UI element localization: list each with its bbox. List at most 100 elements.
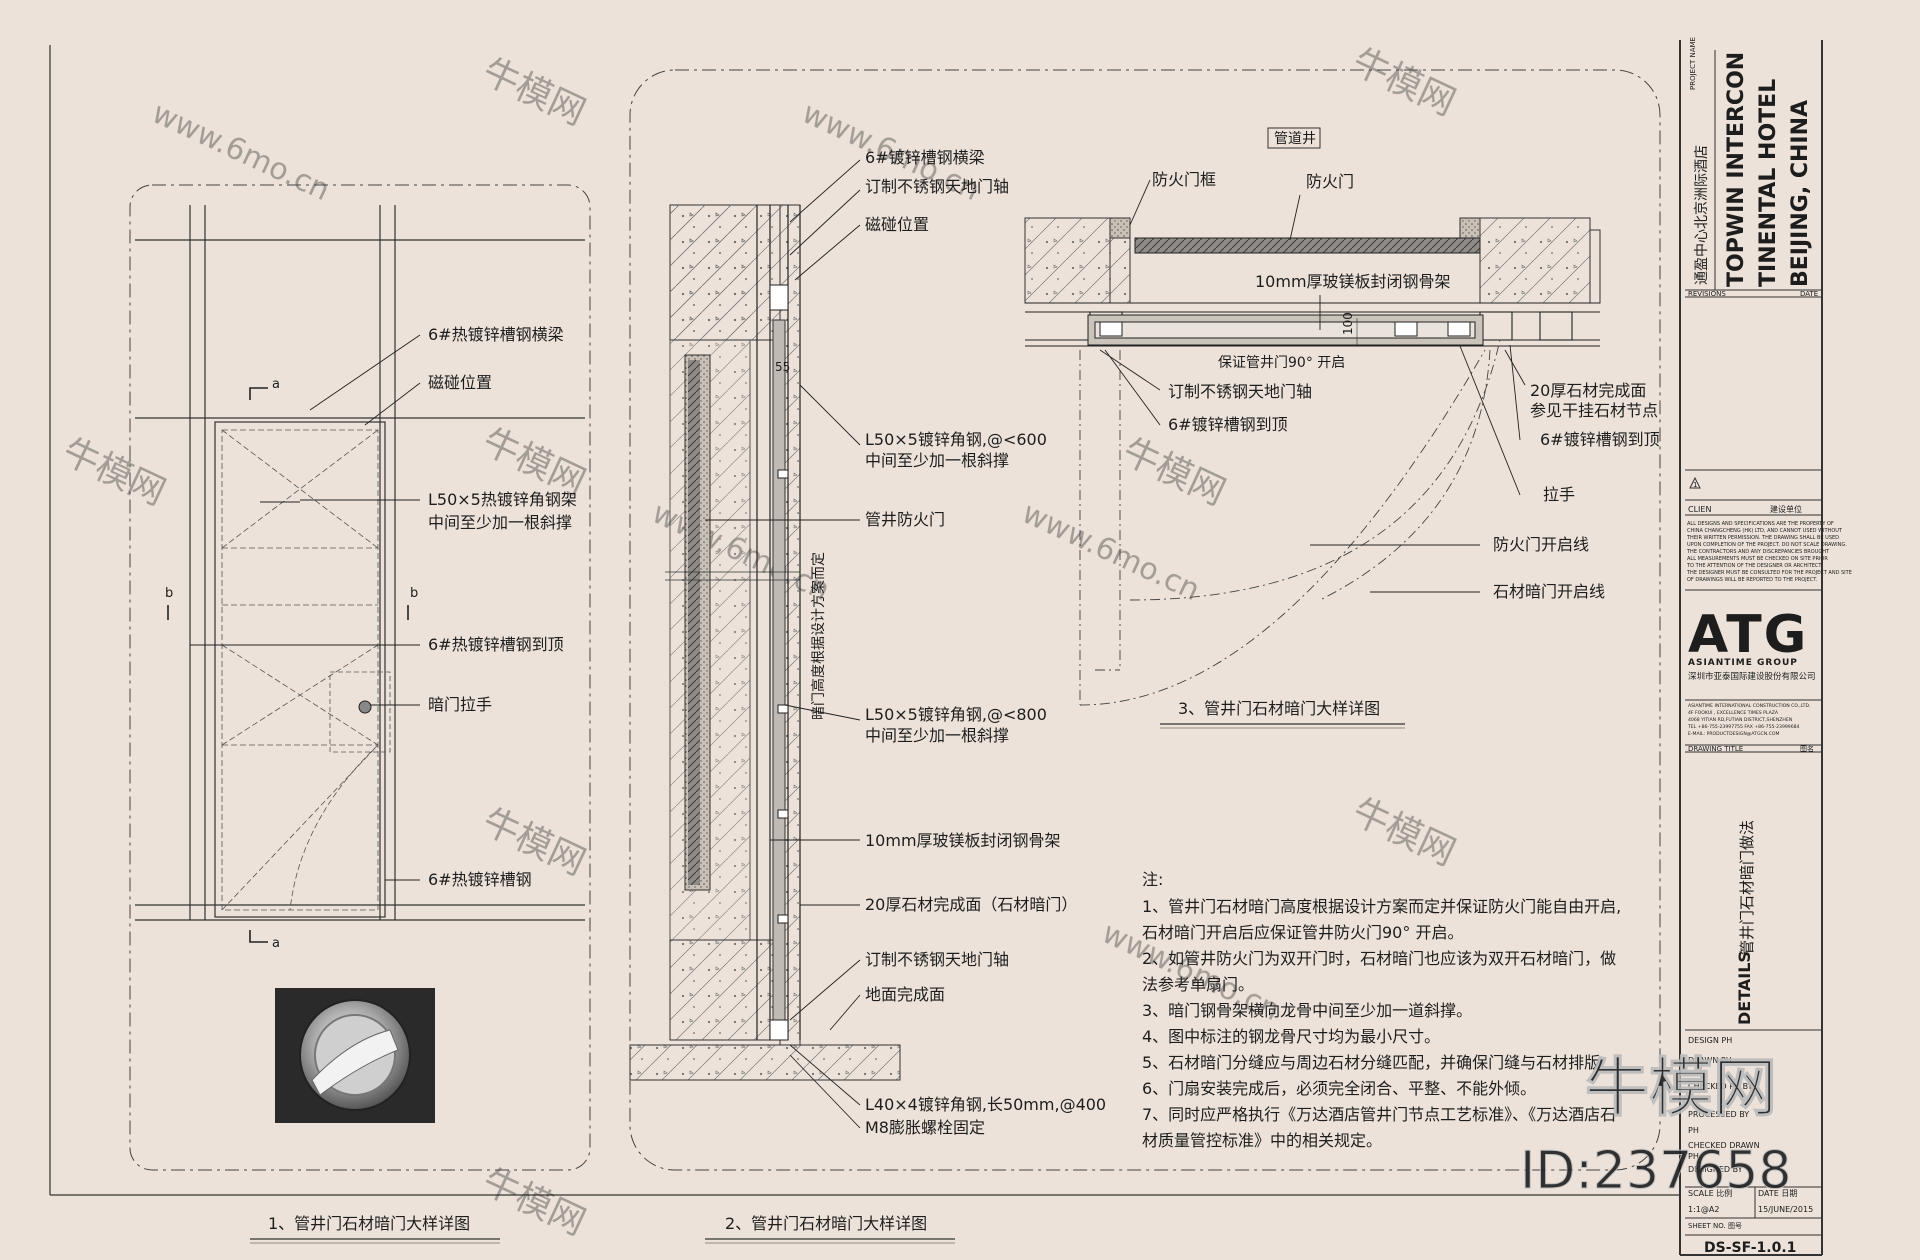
- date-label-2: DATE 日期: [1758, 1189, 1797, 1198]
- row-label: PH: [1688, 1126, 1699, 1135]
- label-magnet-position: 磁碰位置: [428, 373, 492, 392]
- door-handle-icon: [358, 700, 372, 714]
- label-brace: 中间至少加一根斜撑: [428, 513, 572, 532]
- label-mgo-board-plan: 10mm厚玻镁板封闭钢骨架: [1255, 272, 1451, 291]
- drawing-title-label: DRAWING TITLE: [1688, 745, 1743, 753]
- sheet-frame: [49, 40, 1823, 1256]
- drawing-title-cn: 管井门石材暗门做法: [1738, 820, 1756, 955]
- row-label: DRAWN PH: [1688, 1056, 1732, 1065]
- client-cn: 建设单位: [1770, 504, 1802, 514]
- disclaimer-line: ALL DESIGNS AND SPECIFICATIONS ARE THE P…: [1687, 521, 1834, 527]
- label-shaft-fire-door: 管井防火门: [865, 510, 945, 529]
- sheet-no-label: SHEET NO. 图号: [1688, 1222, 1742, 1230]
- label-pivot-plan: 订制不锈钢天地门轴: [1168, 382, 1312, 401]
- label-pipe-shaft: 管道井: [1274, 131, 1316, 147]
- label-angle-frame: L50×5热镀锌角钢架: [428, 490, 577, 509]
- revision-mark: 1: [1693, 481, 1697, 489]
- note-line: 5、石材暗门分缝应与周边石材分缝匹配，并确保门缝与石材排版: [1142, 1053, 1600, 1072]
- detail-2-section: 暗门高度根据设计方案而定 55 6#镀锌槽钢横梁 订制不锈钢天地门轴 磁碰位置 …: [629, 69, 1661, 1244]
- note-line: 3、暗门钢骨架横向龙骨中间至少加一道斜撑。: [1142, 1001, 1472, 1020]
- watermark-id: ID:237658: [1520, 1141, 1791, 1201]
- client-label: CLIEN: [1688, 505, 1711, 514]
- label-pull-handle: 拉手: [1543, 485, 1575, 504]
- note-line: 材质量管控标准》中的相关规定。: [1142, 1131, 1382, 1150]
- note-line: 法参考单扇门。: [1142, 975, 1254, 994]
- dim-100: 100: [1341, 312, 1355, 335]
- disclaimer-line: CHINA CHANGCHENG (HK) LTD, AND CANNOT US…: [1687, 528, 1843, 534]
- company-cn: 深圳市亚泰国际建设股份有限公司: [1688, 671, 1816, 682]
- detail-3-title: 3、管井门石材暗门大样详图: [1178, 699, 1380, 718]
- label-angle-600: L50×5镀锌角钢,@<600: [865, 430, 1047, 449]
- note-line: 2、如管井防火门为双开门时，石材暗门也应该为双开石材暗门，做: [1142, 949, 1616, 968]
- label-stone-finish-plan: 20厚石材完成面: [1530, 381, 1646, 400]
- label-channel-to-top: 6#热镀锌槽钢到顶: [428, 635, 564, 654]
- watermark-brand: 牛模网: [1116, 431, 1231, 514]
- row-label: PH: [1688, 1152, 1699, 1161]
- label-angle-l40: L40×4镀锌角钢,长50mm,@400: [865, 1095, 1106, 1114]
- disclaimer-line: OF DRAWINGS WILL BE REPORTED TO THE PROJ…: [1687, 577, 1818, 583]
- section-mark-b-right: b: [410, 586, 418, 601]
- detail-3-plan: 管道井 100: [1024, 127, 1660, 729]
- scale-value: 1:1@A2: [1688, 1205, 1719, 1214]
- note-line: 石材暗门开启后应保证管井防火门90° 开启。: [1142, 923, 1463, 942]
- detail-2-title: 2、管井门石材暗门大样详图: [725, 1214, 927, 1233]
- notes-heading: 注:: [1142, 870, 1163, 889]
- company-line: E-MAIL: PRODUCTDESIGN@ATGCN.COM: [1688, 731, 1779, 737]
- atg-logo-sub: ASIANTIME GROUP: [1688, 658, 1798, 668]
- label-channel-to-top-right: 6#镀锌槽钢到顶: [1540, 430, 1660, 449]
- dim-55: 55: [775, 360, 790, 374]
- company-line: TEL +86-755-23997755 FAX +86-755-2399968…: [1687, 724, 1800, 730]
- row-label: CHECKED PH BY: [1688, 1082, 1753, 1091]
- note-line: 7、同时应严格执行《万达酒店管井门节点工艺标准》、《万达酒店石: [1142, 1105, 1616, 1124]
- scale-label: SCALE 比例: [1688, 1188, 1732, 1198]
- drawing-title-en: DETAILS: [1735, 951, 1754, 1025]
- label-hidden-handle: 暗门拉手: [428, 695, 492, 714]
- watermark-brand: 牛模网: [1346, 791, 1461, 874]
- label-channel-beam: 6#热镀锌槽钢横梁: [428, 325, 564, 344]
- atg-logo: ATG: [1688, 605, 1808, 665]
- disclaimer-line: THEIR WRITTEN PERMISSION. THE DRAWING SH…: [1686, 535, 1839, 541]
- disclaimer-line: TO THE ATTENTION OF THE DESIGNER OR ARCH…: [1686, 563, 1823, 569]
- title-block: PROJECT NAME 通盈中心北京洲际酒店 TOPWIN INTERCON …: [1685, 37, 1852, 1256]
- date-value: 15/JUNE/2015: [1758, 1205, 1813, 1214]
- label-stone-finish: 20厚石材完成面（石材暗门）: [865, 895, 1077, 914]
- label-brace-800: 中间至少加一根斜撑: [865, 726, 1009, 745]
- disclaimer-line: THE CONTRACTORS AND ANY DISCREPANCIES BR…: [1686, 549, 1830, 555]
- label-magnet-position-2: 磁碰位置: [865, 215, 929, 234]
- sheet-no: DS-SF-1.0.1: [1704, 1240, 1796, 1256]
- detail-1-title: 1、管井门石材暗门大样详图: [268, 1214, 470, 1233]
- label-angle-800: L50×5镀锌角钢,@<800: [865, 705, 1047, 724]
- label-channel: 6#热镀锌槽钢: [428, 870, 532, 889]
- label-galv-channel-beam: 6#镀锌槽钢横梁: [865, 148, 985, 167]
- label-channel-to-top-left: 6#镀锌槽钢到顶: [1168, 415, 1288, 434]
- label-door-90: 保证管井门90° 开启: [1218, 355, 1345, 371]
- label-fire-door-swing: 防火门开启线: [1493, 535, 1589, 554]
- label-fire-door-frame: 防火门框: [1152, 170, 1216, 189]
- watermark-brand: 牛模网: [56, 431, 171, 514]
- watermark-brand: 牛模网: [1346, 41, 1461, 124]
- project-name-label: PROJECT NAME: [1689, 37, 1697, 90]
- watermark-overlay: 牛模网 ID:237658: [1520, 1052, 1792, 1202]
- section-mark-b-left: b: [165, 586, 173, 601]
- label-fire-door: 防火门: [1306, 172, 1354, 191]
- label-see-stone-node: 参见干挂石材节点: [1530, 401, 1658, 420]
- project-name-cn: 通盈中心北京洲际酒店: [1694, 145, 1710, 285]
- row-label: DESIGNED BY: [1688, 1165, 1743, 1174]
- label-stone-door-swing: 石材暗门开启线: [1493, 582, 1605, 601]
- project-name-en-2: TINENTAL HOTEL: [1756, 79, 1781, 287]
- disclaimer-line: ALL MEASUREMENTS MUST BE CHECKED ON SITE…: [1687, 556, 1828, 562]
- watermark-url: www.6mo.cn: [147, 96, 335, 209]
- company-line: ASIANTIME INTERNATIONAL CONSTRUCTION CO.…: [1688, 703, 1810, 709]
- project-name-en-3: BEIJING, CHINA: [1788, 100, 1813, 287]
- section-mark-a-bottom: a: [272, 936, 280, 951]
- row-label: CHECKED DRAWN: [1688, 1141, 1760, 1150]
- label-pivot-top: 订制不锈钢天地门轴: [865, 177, 1009, 196]
- revisions-label: REVISIONS: [1688, 290, 1726, 298]
- label-floor-finish: 地面完成面: [865, 985, 945, 1004]
- company-line: 4F FOOKUI , EXCELLENCE TIMES PLAZA: [1688, 710, 1779, 716]
- watermark-url: www.6mo.cn: [1017, 496, 1205, 609]
- company-line: 4068 YITIAN RD,FUTIAN DISTRICT,SHENZHEN: [1688, 717, 1792, 723]
- watermark-brand: 牛模网: [476, 1161, 591, 1244]
- label-brace-600: 中间至少加一根斜撑: [865, 451, 1009, 470]
